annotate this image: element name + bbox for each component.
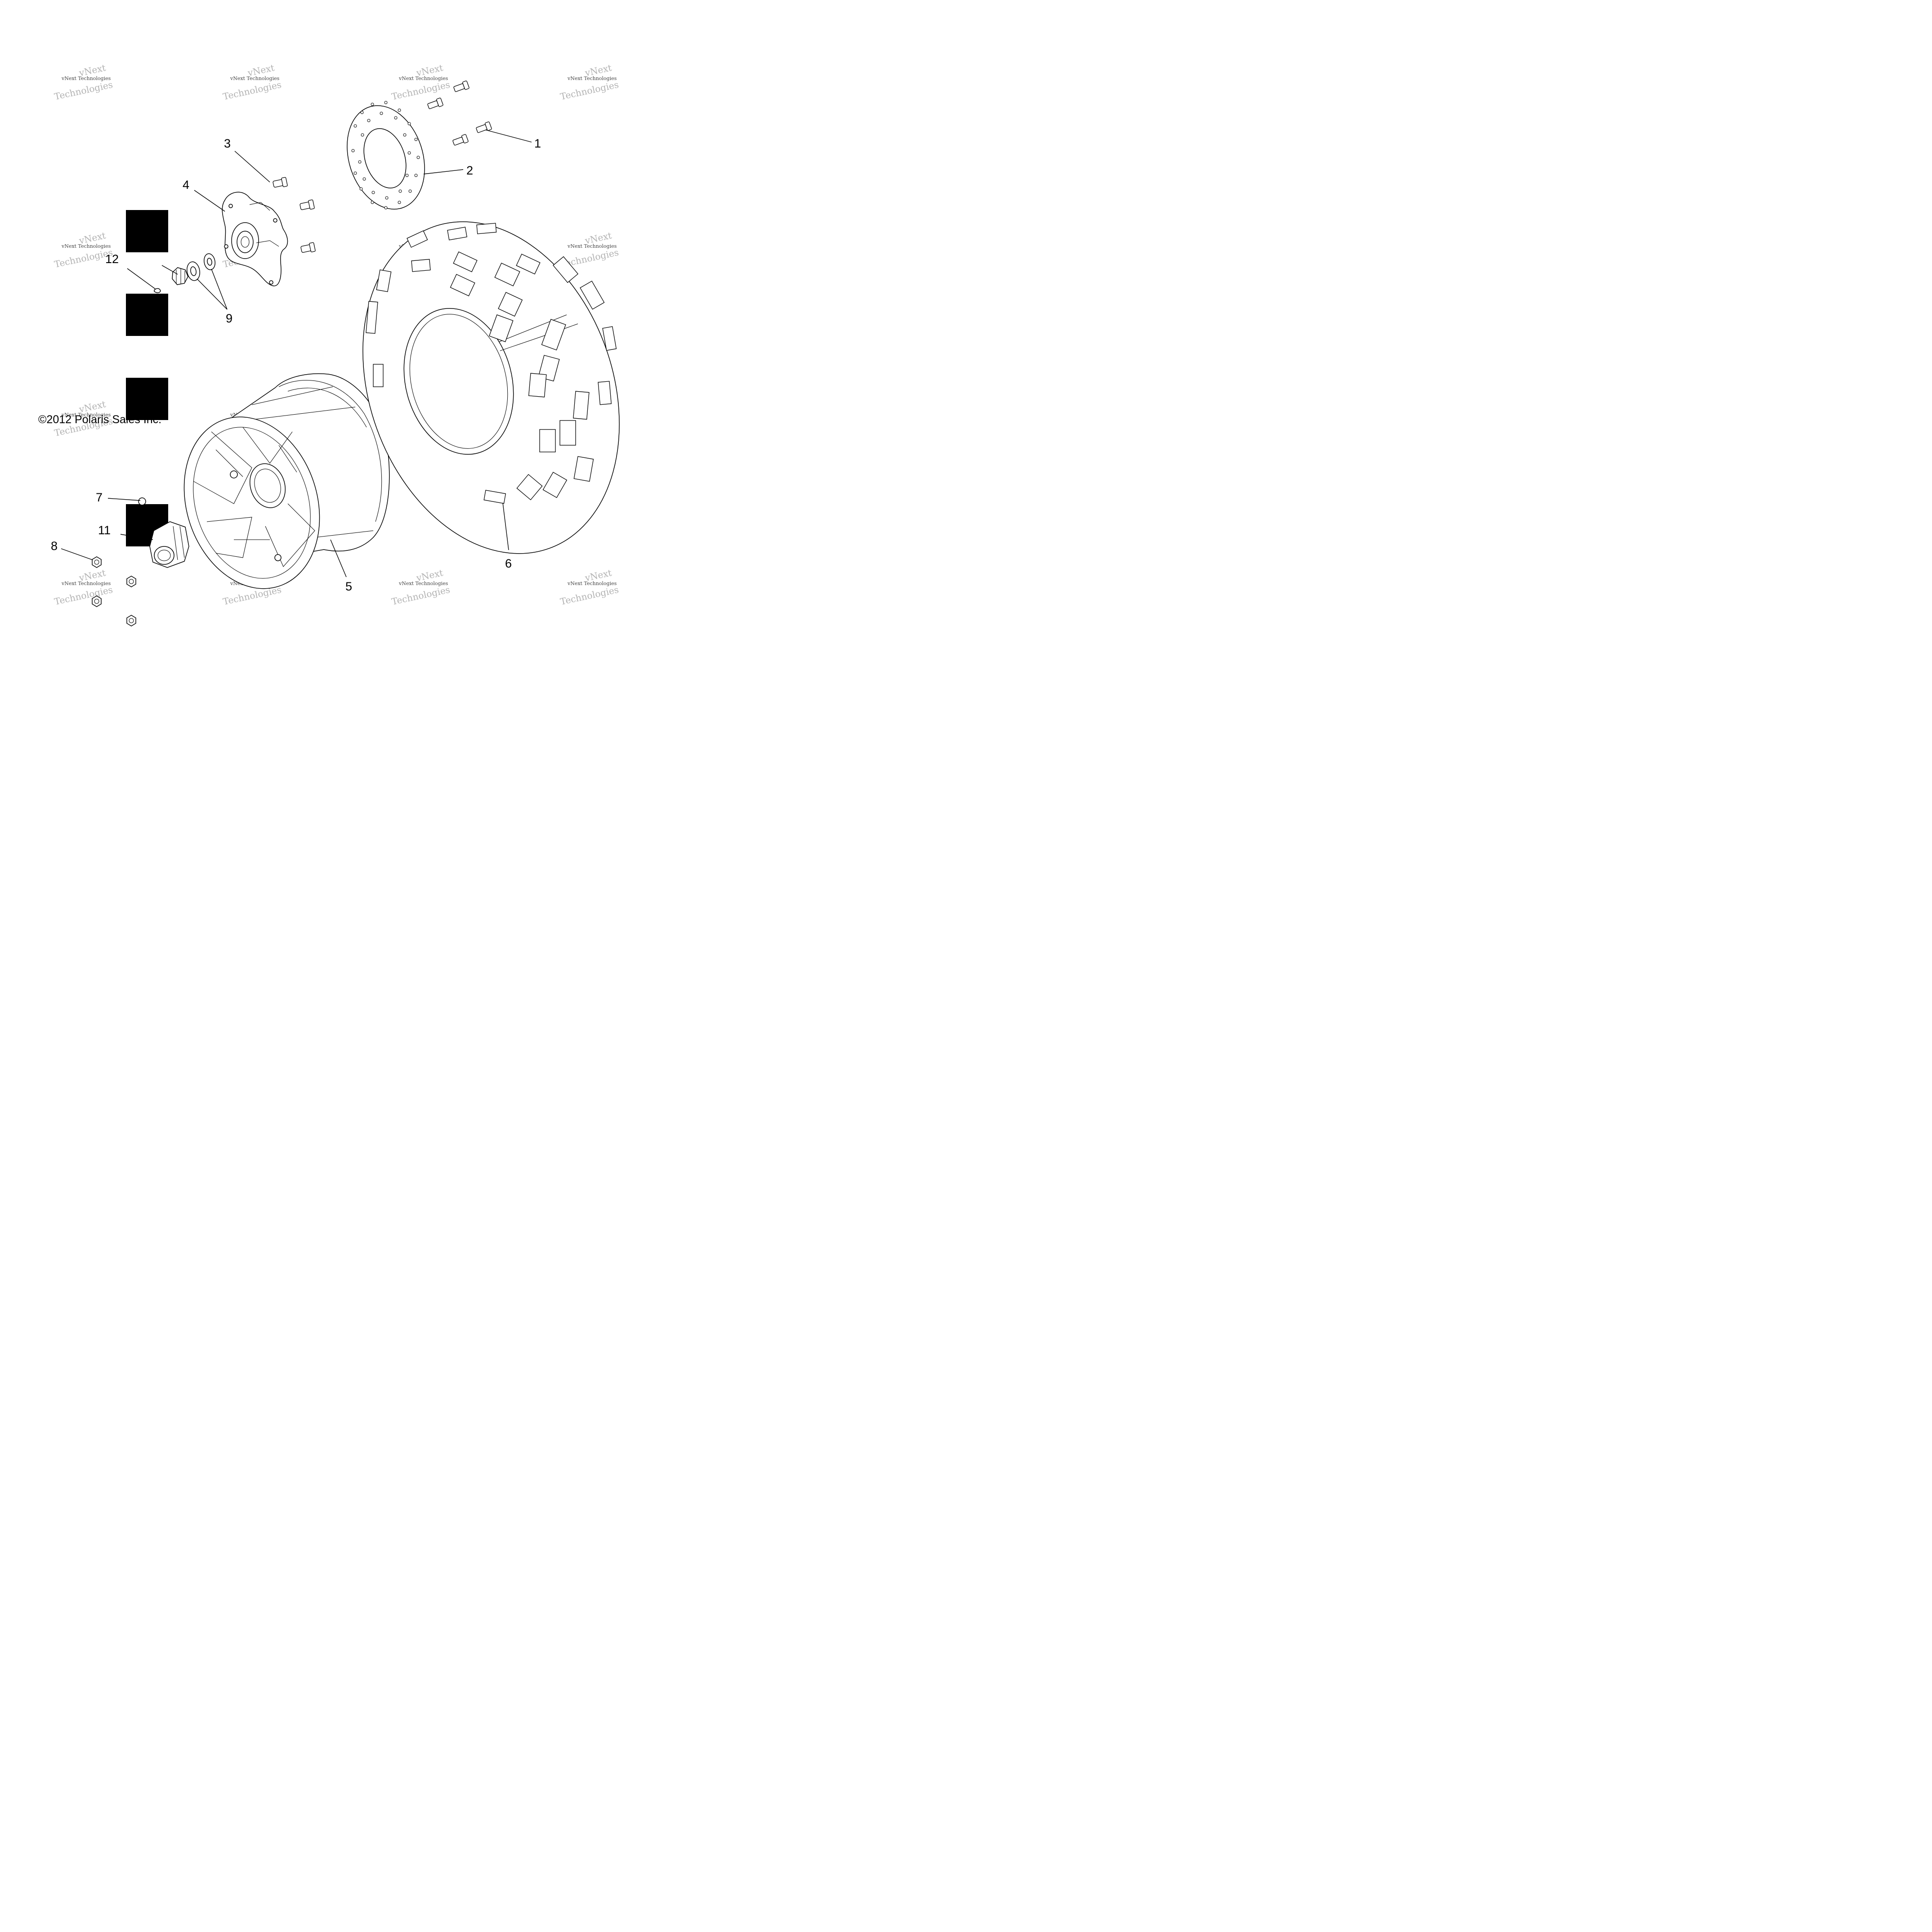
exploded-parts-diagram: vNext Technologies vNext Technologies vN…: [38, 62, 620, 626]
watermark-line3: Technologies: [53, 79, 113, 102]
callout-11: 11: [98, 523, 111, 537]
watermark: vNext Technologies vNext Technologies: [222, 62, 282, 102]
cotter-pin: [154, 288, 161, 293]
castle-nut: [172, 267, 188, 285]
callout-numbers: 1 2 3 4 12 9 7 11 8 5 6: [51, 137, 541, 593]
brake-disc: [347, 101, 425, 210]
redaction-block-1: [126, 210, 168, 252]
callout-8: 8: [51, 539, 58, 553]
watermark-line3: Technologies: [559, 584, 619, 607]
callout-6: 6: [505, 557, 512, 570]
redaction-block-3: [126, 378, 168, 420]
tire: [362, 221, 620, 554]
callout-1: 1: [534, 137, 541, 150]
copyright-text: ©2012 Polaris Sales Inc.: [38, 413, 161, 426]
callout-2: 2: [466, 164, 473, 177]
watermark: vNext Technologies vNext Technologies: [390, 62, 451, 102]
watermark-line1: vNext Technologies: [567, 76, 617, 81]
watermark-line1: vNext Technologies: [61, 76, 111, 81]
valve-stem: [138, 497, 146, 505]
watermark: vNext Technologies vNext Technologies: [559, 567, 619, 607]
callout-5: 5: [345, 580, 352, 593]
watermark-line3: Technologies: [53, 584, 113, 607]
wheel-studs: [273, 177, 316, 253]
wheel-hub: [222, 192, 288, 286]
watermark: vNext Technologies vNext Technologies: [53, 567, 113, 607]
watermark-line3: Technologies: [559, 79, 619, 102]
lug-nuts: [92, 556, 136, 626]
brake-disc-bolts: [427, 80, 492, 146]
leader-lines: [61, 130, 532, 577]
redaction-block-2: [126, 294, 168, 336]
callout-9: 9: [226, 312, 233, 325]
watermark-line3: Technologies: [53, 247, 113, 270]
watermark-line1: vNext Technologies: [61, 412, 111, 418]
callout-3: 3: [224, 137, 231, 150]
watermark-line1: vNext Technologies: [398, 76, 448, 81]
callout-12: 12: [105, 252, 119, 266]
watermark-line1: vNext Technologies: [567, 243, 617, 249]
callout-4: 4: [183, 178, 189, 192]
wheel-rim: [183, 373, 390, 589]
watermark-line3: Technologies: [390, 79, 451, 102]
watermark-line1: vNext Technologies: [61, 581, 111, 586]
watermark-line1: vNext Technologies: [61, 243, 111, 249]
watermark: vNext Technologies vNext Technologies: [390, 567, 451, 607]
watermark-line1: vNext Technologies: [398, 581, 448, 586]
watermark-line3: Technologies: [390, 584, 451, 607]
watermark: vNext Technologies vNext Technologies: [559, 62, 619, 102]
center-cap: [149, 521, 189, 568]
watermark-line1: vNext Technologies: [230, 76, 280, 81]
washers: [186, 253, 215, 281]
watermark-line1: vNext Technologies: [567, 581, 617, 586]
watermark-line3: Technologies: [222, 79, 282, 102]
watermark: vNext Technologies vNext Technologies: [53, 230, 113, 270]
watermark: vNext Technologies vNext Technologies: [53, 62, 113, 102]
callout-7: 7: [96, 491, 103, 504]
